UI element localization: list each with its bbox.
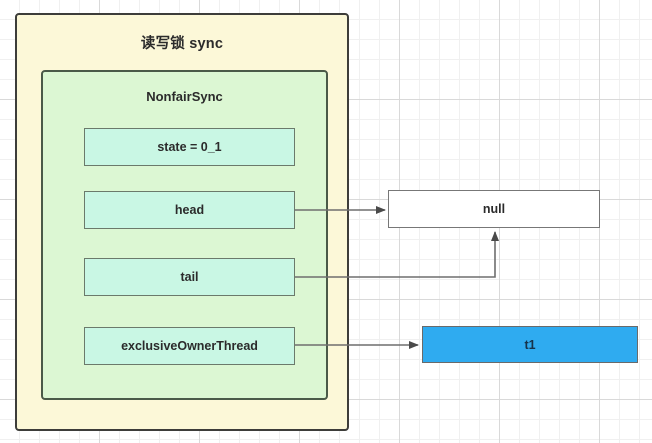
nonfair-sync-title: NonfairSync [146, 89, 223, 104]
field-state: state = 0_1 [84, 128, 295, 166]
field-head: head [84, 191, 295, 229]
field-tail: tail [84, 258, 295, 296]
node-thread-t1: t1 [422, 326, 638, 363]
node-null: null [388, 190, 600, 228]
field-exclusive-owner-thread: exclusiveOwnerThread [84, 327, 295, 365]
outer-sync-title: 读写锁 sync [140, 36, 224, 52]
